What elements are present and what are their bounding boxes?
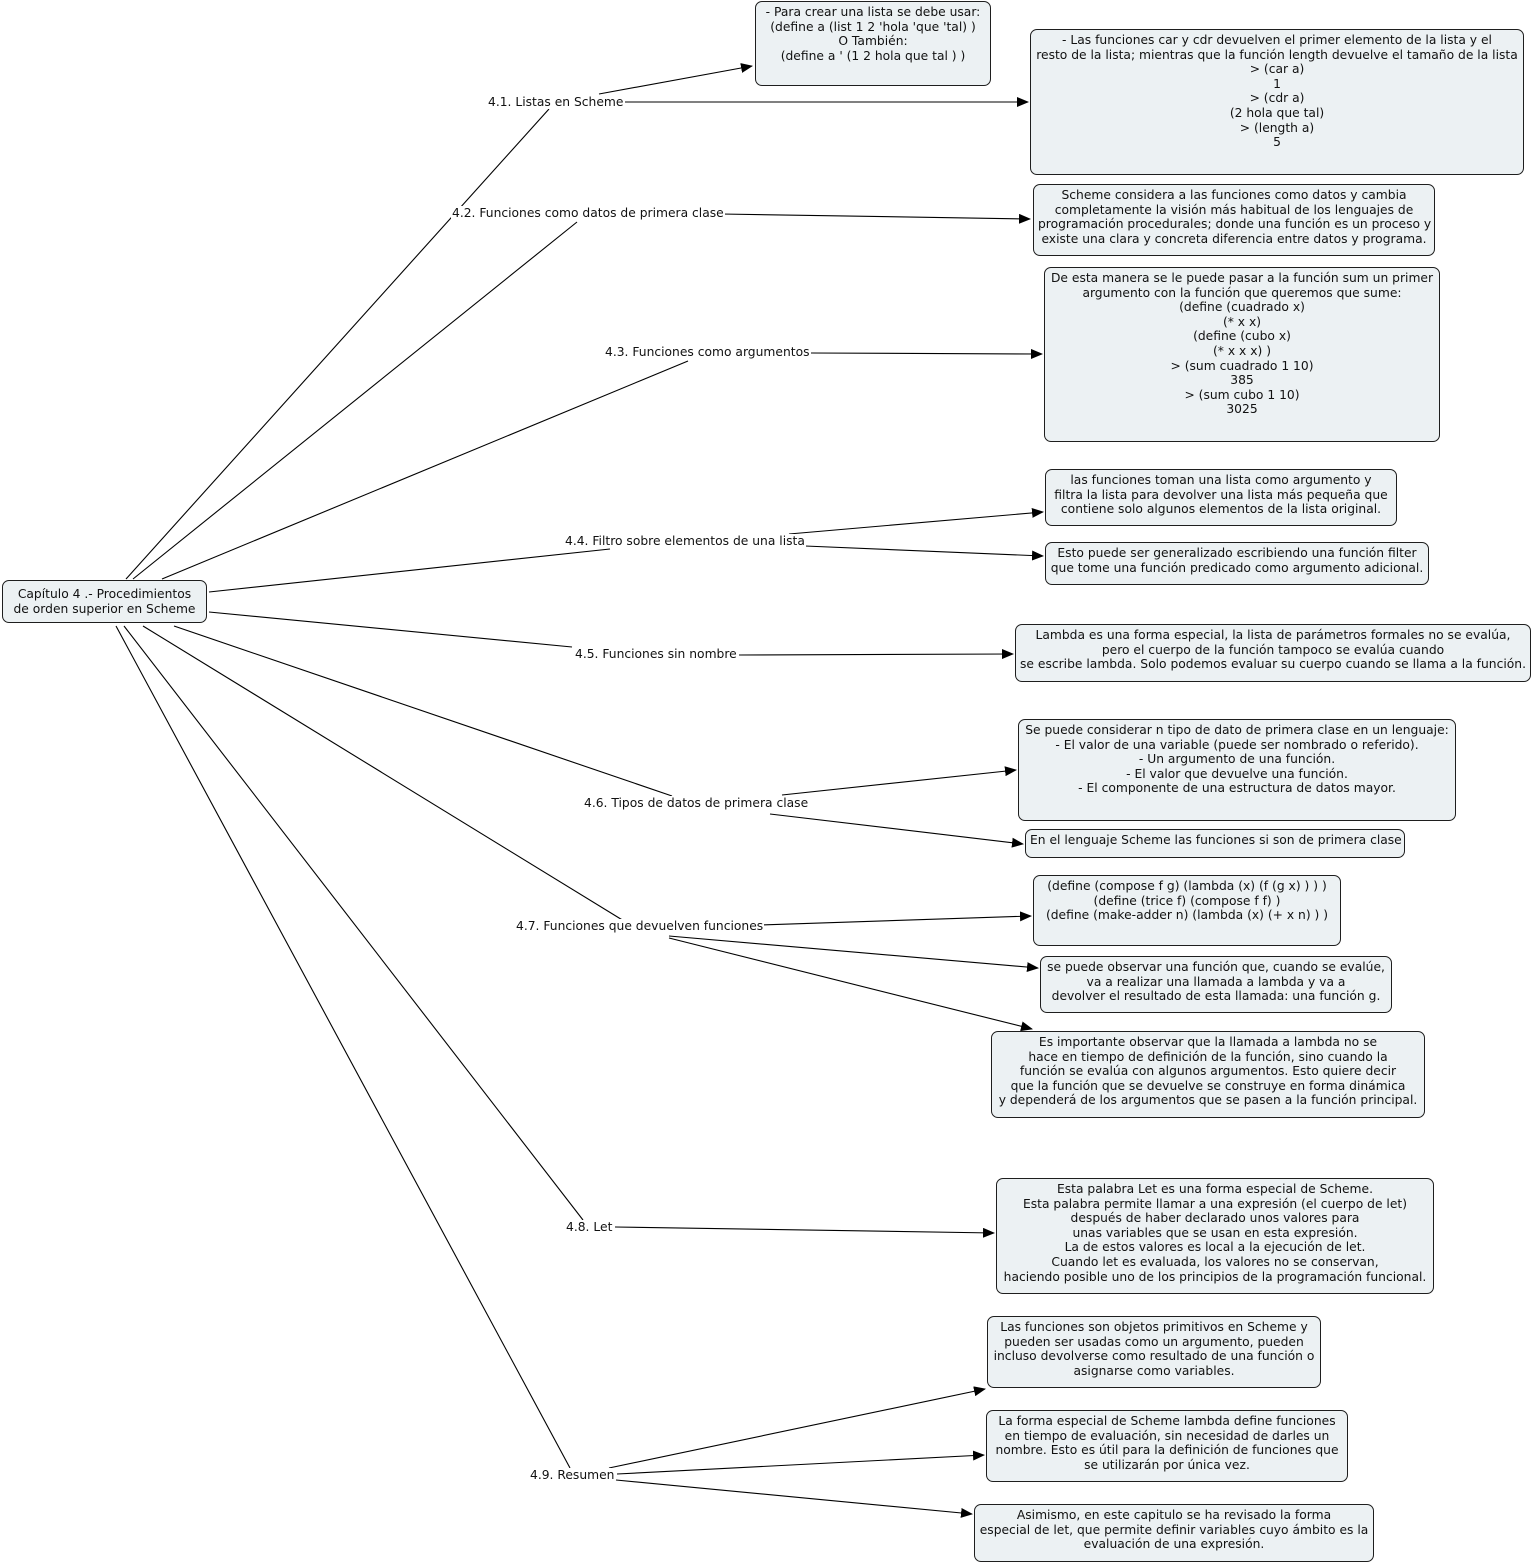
note-4-9-let-ambito[interactable]: Asimismo, en este capitulo se ha revisad… [974,1504,1374,1562]
link-t7-n2 [668,935,1039,973]
note-4-1-car-cdr-length[interactable]: - Las funciones car y cdr devuelven el p… [1030,29,1524,175]
note-4-7-llamada-lambda[interactable]: se puede observar una función que, cuand… [1040,956,1392,1013]
link-t6-n1 [781,766,1017,796]
topic-4-4-filtro[interactable]: 4.4. Filtro sobre elementos de una lista [564,534,806,548]
note-4-7-compose-definiciones[interactable]: (define (compose f g) (lambda (x) (f (g … [1033,875,1341,946]
note-4-4-filtra-lista[interactable]: las funciones toman una lista como argum… [1045,469,1397,526]
link-root-t4 [208,548,611,593]
root-concept[interactable]: Capítulo 4 .- Procedimientos de orden su… [2,580,207,623]
topic-4-2-funciones-datos[interactable]: 4.2. Funciones como datos de primera cla… [451,206,725,220]
link-root-t8 [123,625,584,1221]
link-t2-n1 [720,213,1031,224]
link-t4-n1 [788,507,1044,535]
link-root-t7 [142,625,625,922]
link-t8-n1 [614,1226,995,1238]
note-4-9-lambda-evaluacion[interactable]: La forma especial de Scheme lambda defin… [986,1410,1348,1482]
link-t9-n2 [616,1450,985,1475]
note-4-2-funciones-datos[interactable]: Scheme considera a las funciones como da… [1033,184,1435,256]
link-root-t9 [115,625,571,1469]
note-4-9-objetos-primitivos[interactable]: Las funciones son objetos primitivos en … [987,1316,1321,1388]
topic-4-1-listas[interactable]: 4.1. Listas en Scheme [487,95,625,109]
link-t3-n1 [809,348,1043,359]
topic-4-9-resumen[interactable]: 4.9. Resumen [529,1468,616,1482]
note-4-1-crear-lista[interactable]: - Para crear una lista se debe usar: (de… [755,1,991,86]
link-root-t1 [125,108,550,580]
link-root-t3 [161,360,689,580]
topic-4-8-let[interactable]: 4.8. Let [565,1220,614,1234]
note-4-6-primera-clase-lista[interactable]: Se puede considerar n tipo de dato de pr… [1018,719,1456,821]
topic-4-6-tipos-datos[interactable]: 4.6. Tipos de datos de primera clase [583,796,810,810]
link-t9-n3 [615,1479,973,1518]
topic-4-3-funciones-argumentos[interactable]: 4.3. Funciones como argumentos [604,345,811,359]
note-4-8-let[interactable]: Esta palabra Let es una forma especial d… [996,1178,1434,1294]
link-root-t6 [173,625,673,797]
link-t7-n3 [668,937,1033,1032]
note-4-7-construccion-dinamica[interactable]: Es importante observar que la llamada a … [991,1031,1425,1118]
note-4-4-filter-predicado[interactable]: Esto puede ser generalizado escribiendo … [1045,542,1429,585]
note-4-5-lambda[interactable]: Lambda es una forma especial, la lista d… [1015,624,1531,682]
link-t5-n1 [738,649,1014,660]
link-root-t5 [208,611,573,648]
note-4-3-sum-ejemplo[interactable]: De esta manera se le puede pasar a la fu… [1044,267,1440,442]
link-t7-n1 [760,911,1032,926]
link-t9-n1 [608,1386,986,1469]
topic-4-5-sin-nombre[interactable]: 4.5. Funciones sin nombre [574,647,738,661]
topic-4-7-devuelven-funciones[interactable]: 4.7. Funciones que devuelven funciones [515,919,765,933]
link-t4-n2 [804,545,1044,561]
link-t1-n1 [598,63,753,95]
link-t6-n2 [769,813,1024,848]
link-root-t2 [132,221,578,580]
note-4-6-scheme-primera-clase[interactable]: En el lenguaje Scheme las funciones si s… [1025,829,1405,858]
